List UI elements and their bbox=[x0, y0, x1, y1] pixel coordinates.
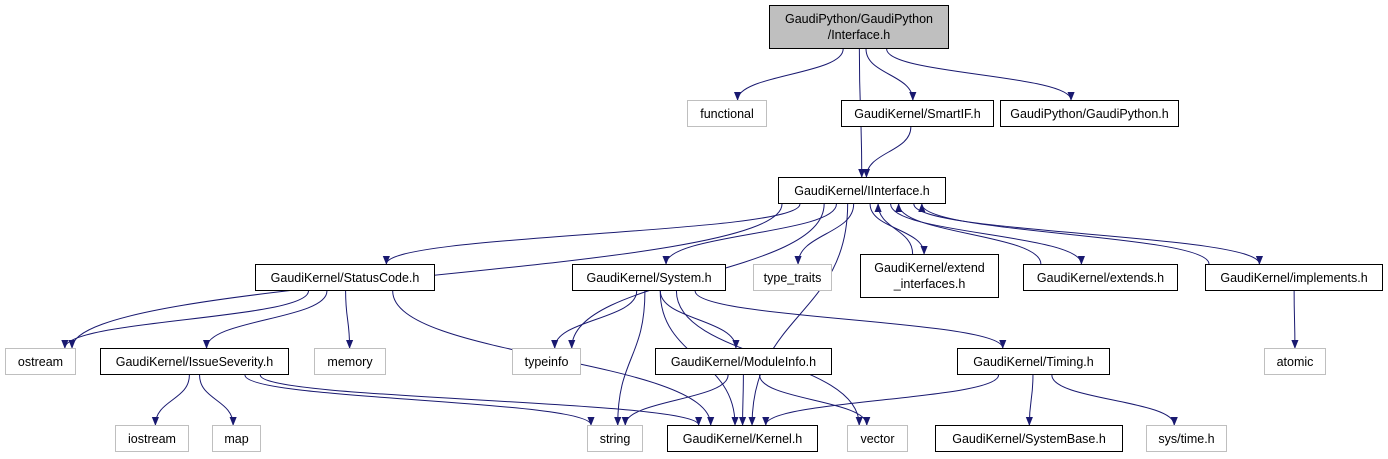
edge-issueseverity-to-map bbox=[199, 374, 237, 426]
node-moduleinfo-h[interactable]: GaudiKernel/ModuleInfo.h bbox=[655, 348, 832, 375]
edge-system-to-moduleinfo bbox=[659, 290, 740, 349]
node-timing-h[interactable]: GaudiKernel/Timing.h bbox=[957, 348, 1110, 375]
edge-timing-to-kernel bbox=[762, 374, 1000, 426]
edge-iinterface-to-extends bbox=[890, 203, 1085, 265]
node-issueseverity-h[interactable]: GaudiKernel/IssueSeverity.h bbox=[100, 348, 289, 375]
node-systembase-h[interactable]: GaudiKernel/SystemBase.h bbox=[935, 425, 1123, 452]
edge-system-to-string bbox=[614, 290, 646, 426]
edge-issueseverity-to-string bbox=[244, 374, 595, 426]
edge-statuscode-to-issueseverity bbox=[202, 290, 328, 349]
edge-root-to-gaudipython bbox=[886, 48, 1075, 101]
node-extend-interfaces-h[interactable]: GaudiKernel/extend _interfaces.h bbox=[860, 254, 999, 298]
node-ostream: ostream bbox=[5, 348, 76, 375]
node-string: string bbox=[587, 425, 643, 452]
edge-iinterface-to-statuscode bbox=[382, 203, 801, 265]
node-implements-h[interactable]: GaudiKernel/implements.h bbox=[1205, 264, 1383, 291]
edge-root-to-smartif bbox=[865, 48, 917, 101]
edge-moduleinfo-to-kernel bbox=[738, 374, 747, 426]
node-type-traits: type_traits bbox=[753, 264, 832, 291]
edge-iinterface-to-implements bbox=[913, 203, 1263, 265]
node-iinterface-h[interactable]: GaudiKernel/IInterface.h bbox=[778, 177, 946, 204]
node-map: map bbox=[212, 425, 261, 452]
edge-timing-to-systembase bbox=[1025, 374, 1034, 426]
edge-moduleinfo-to-string bbox=[621, 374, 729, 426]
edge-moduleinfo-to-vector bbox=[759, 374, 871, 426]
edge-iinterface-to-system bbox=[662, 203, 837, 265]
edge-system-to-timing bbox=[694, 290, 1007, 349]
node-kernel-h[interactable]: GaudiKernel/Kernel.h bbox=[667, 425, 818, 452]
node-vector: vector bbox=[847, 425, 908, 452]
edge-iinterface-to-extend_interfaces bbox=[869, 203, 928, 255]
edge-statuscode-to-ostream bbox=[61, 290, 309, 349]
node-gaudipython-h[interactable]: GaudiPython/GaudiPython.h bbox=[1000, 100, 1179, 127]
node-extends-h[interactable]: GaudiKernel/extends.h bbox=[1023, 264, 1178, 291]
node-memory: memory bbox=[314, 348, 386, 375]
node-statuscode-h[interactable]: GaudiKernel/StatusCode.h bbox=[255, 264, 435, 291]
edge-timing-to-systime bbox=[1051, 374, 1178, 426]
edge-smartif-to-iinterface bbox=[862, 126, 912, 178]
edge-implements-to-atomic bbox=[1291, 290, 1299, 349]
edge-issueseverity-to-iostream bbox=[151, 374, 190, 426]
node-sys-time-h: sys/time.h bbox=[1146, 425, 1227, 452]
edge-issueseverity-to-kernel bbox=[259, 374, 703, 426]
node-system-h[interactable]: GaudiKernel/System.h bbox=[572, 264, 726, 291]
node-atomic: atomic bbox=[1264, 348, 1326, 375]
edge-extend_interfaces-to-iinterface bbox=[874, 203, 914, 255]
edge-system-to-typeinfo bbox=[551, 290, 638, 349]
node-typeinfo: typeinfo bbox=[512, 348, 581, 375]
edge-iinterface-to-type_traits bbox=[794, 203, 855, 265]
node-iostream: iostream bbox=[115, 425, 189, 452]
edge-implements-to-iinterface bbox=[918, 203, 1210, 265]
node-functional: functional bbox=[687, 100, 767, 127]
edge-root-to-functional bbox=[733, 48, 844, 101]
edge-extends-to-iinterface bbox=[895, 203, 1042, 265]
node-root-interface-h: GaudiPython/GaudiPython /Interface.h bbox=[769, 5, 949, 49]
node-smartif-h[interactable]: GaudiKernel/SmartIF.h bbox=[841, 100, 994, 127]
edge-statuscode-to-memory bbox=[345, 290, 354, 349]
